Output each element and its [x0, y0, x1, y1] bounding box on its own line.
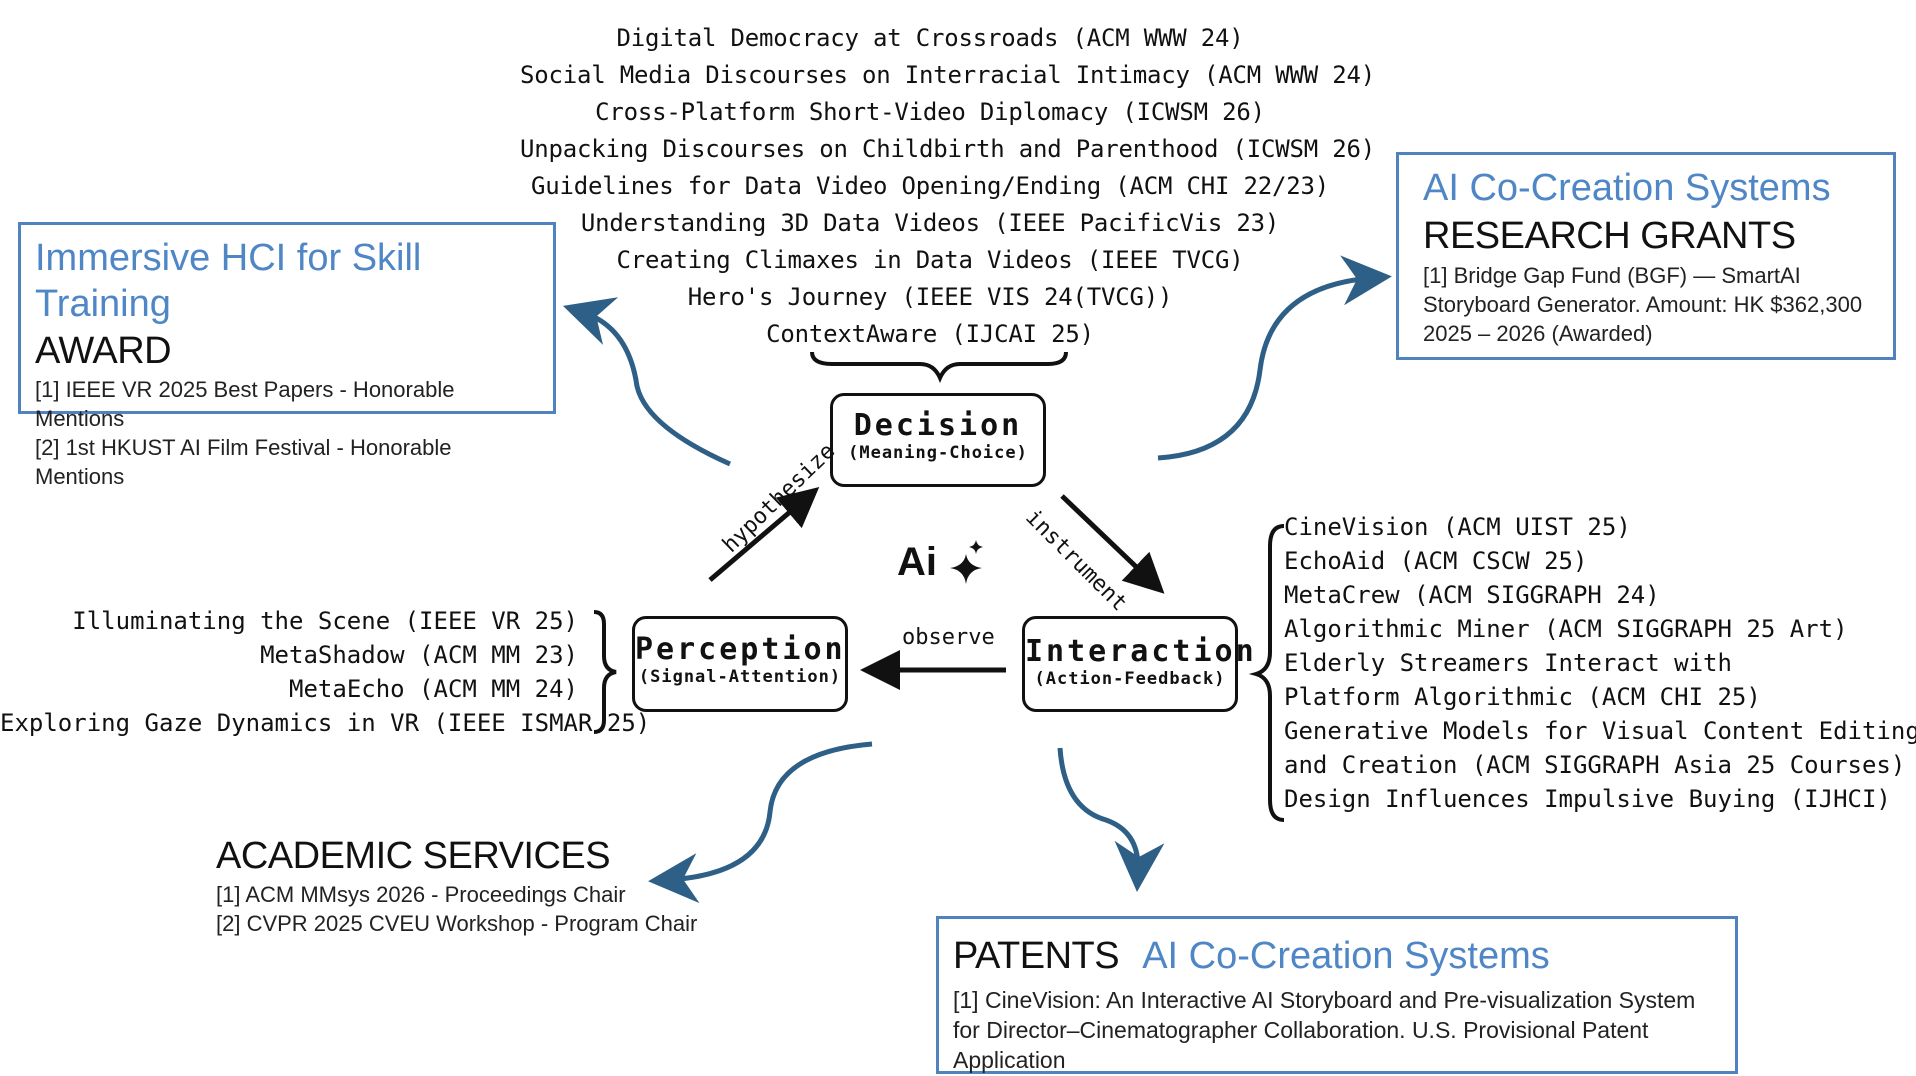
award-heading: AWARD: [35, 330, 172, 372]
paper-item: EchoAid (ACM CSCW 25): [1284, 547, 1588, 575]
patents-theme-title: AI Co-Creation Systems: [1142, 935, 1550, 977]
edge-label-observe: observe: [902, 625, 995, 650]
paper-item: Social Media Discourses on Interracial I…: [520, 61, 1375, 89]
node-perception-subtitle: (Signal-Attention): [638, 667, 842, 687]
patents-heading: PATENTS: [953, 935, 1120, 977]
paper-item: CineVision (ACM UIST 25): [1284, 513, 1631, 541]
patent-item-line: for Director–Cinematographer Collaborati…: [953, 1017, 1649, 1043]
node-perception: Perception (Signal-Attention): [632, 616, 848, 712]
arrow-instrument: [1060, 494, 1165, 594]
grant-item-line: 2025 – 2026 (Awarded): [1423, 321, 1653, 346]
paper-item: and Creation (ACM SIGGRAPH Asia 25 Cours…: [1284, 751, 1906, 779]
paper-item: Illuminating the Scene (IEEE VR 25): [72, 607, 578, 635]
services-heading: ACADEMIC SERVICES: [216, 835, 611, 877]
interaction-list-brace: [1248, 524, 1285, 822]
patents-box: PATENTS AI Co-Creation Systems [1] CineV…: [936, 916, 1738, 1074]
node-interaction-title: Interaction: [1025, 634, 1257, 669]
paper-item: Understanding 3D Data Videos (IEEE Pacif…: [580, 209, 1280, 237]
award-item: [2] 1st HKUST AI Film Festival - Honorab…: [35, 435, 452, 489]
grants-box: AI Co-Creation Systems RESEARCH GRANTS […: [1396, 152, 1896, 360]
paper-item: Creating Climaxes in Data Videos (IEEE T…: [616, 246, 1244, 274]
paper-item: Cross-Platform Short-Video Diplomacy (IC…: [595, 98, 1265, 126]
grant-item-line: Storyboard Generator. Amount: HK $362,30…: [1423, 292, 1863, 317]
grant-item-line: [1] Bridge Gap Fund (BGF) — SmartAI: [1423, 263, 1801, 288]
interaction-paper-list: CineVision (ACM UIST 25) EchoAid (ACM CS…: [1284, 510, 1916, 816]
paper-item: Digital Democracy at Crossroads (ACM WWW…: [616, 24, 1244, 52]
paper-item: Guidelines for Data Video Opening/Ending…: [531, 172, 1329, 200]
node-perception-title: Perception: [635, 632, 846, 667]
sparkle-icon: [969, 540, 983, 554]
arrow-to-services: [648, 741, 873, 904]
node-decision-subtitle: (Meaning-Choice): [848, 443, 1028, 463]
decision-paper-list: Digital Democracy at Crossroads (ACM WWW…: [520, 20, 1375, 353]
arrow-hypothesize: [708, 487, 820, 582]
arrow-to-grants: [1157, 255, 1392, 461]
paper-item: Generative Models for Visual Content Edi…: [1284, 717, 1916, 745]
node-interaction: Interaction (Action-Feedback): [1022, 616, 1257, 712]
perception-paper-list: Illuminating the Scene (IEEE VR 25) Meta…: [0, 604, 651, 740]
service-item: [1] ACM MMsys 2026 - Proceedings Chair: [216, 882, 626, 907]
node-decision: Decision (Meaning-Choice): [830, 393, 1046, 487]
paper-item: Platform Algorithmic (ACM CHI 25): [1284, 683, 1761, 711]
paper-item: Unpacking Discourses on Childbirth and P…: [520, 135, 1375, 163]
grants-theme-title: AI Co-Creation Systems: [1423, 167, 1831, 209]
paper-item: MetaShadow (ACM MM 23): [260, 641, 578, 669]
paper-item: MetaCrew (ACM SIGGRAPH 24): [1284, 581, 1660, 609]
paper-item: Elderly Streamers Interact with: [1284, 649, 1732, 677]
ai-logo: Ai: [897, 540, 937, 584]
service-item: [2] CVPR 2025 CVEU Workshop - Program Ch…: [216, 911, 698, 936]
paper-item: MetaEcho (ACM MM 24): [289, 675, 578, 703]
arrow-to-patents: [1057, 747, 1165, 892]
paper-item: ContextAware (IJCAI 25): [766, 320, 1094, 348]
arrow-to-award: [562, 297, 732, 467]
academic-services: ACADEMIC SERVICES [1] ACM MMsys 2026 - P…: [216, 832, 697, 938]
perception-list-brace: [593, 610, 617, 734]
award-box: Immersive HCI for Skill Training AWARD […: [18, 222, 556, 489]
paper-item: Exploring Gaze Dynamics in VR (IEEE ISMA…: [0, 709, 651, 737]
top-list-brace: [810, 351, 1068, 384]
grants-heading: RESEARCH GRANTS: [1423, 215, 1796, 257]
paper-item: Design Influences Impulsive Buying (IJHC…: [1284, 785, 1891, 813]
award-item: [1] IEEE VR 2025 Best Papers - Honorable…: [35, 377, 455, 431]
patent-item-line: [1] CineVision: An Interactive AI Storyb…: [953, 987, 1696, 1013]
paper-item: Algorithmic Miner (ACM SIGGRAPH 25 Art): [1284, 615, 1848, 643]
paper-item: Hero's Journey (IEEE VIS 24(TVCG)): [687, 283, 1173, 311]
patent-item-line: Application: [953, 1047, 1066, 1073]
award-theme-title: Immersive HCI for Skill Training: [35, 237, 422, 325]
sparkle-icon: [950, 554, 982, 584]
node-interaction-subtitle: (Action-Feedback): [1034, 669, 1226, 689]
node-decision-title: Decision: [853, 408, 1023, 443]
